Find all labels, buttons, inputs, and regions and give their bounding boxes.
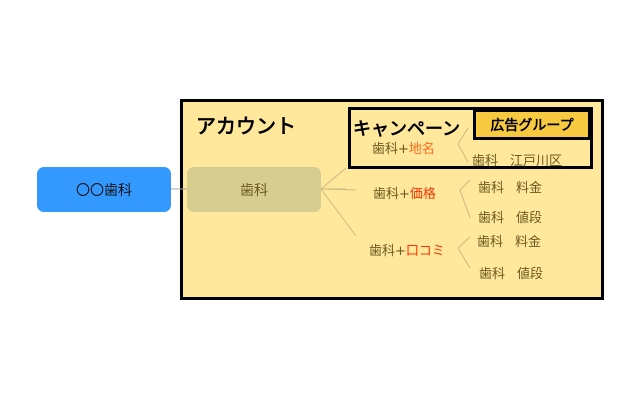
keyword-label: 歯科 [240, 182, 268, 199]
adgroup-reviews-fee[interactable]: 歯科料金 [477, 231, 541, 250]
adgroup-word-b: 料金 [516, 181, 543, 196]
root-label: 〇〇歯科 [76, 182, 132, 199]
adgroup-word-b: 料金 [515, 235, 542, 250]
adgroup-geo[interactable]: 歯科江戸川区 [472, 150, 562, 169]
campaign-reviews[interactable]: 歯科+口コミ [369, 240, 445, 259]
adgroup-word-b: 値段 [517, 267, 544, 282]
adgroup-reviews-cost[interactable]: 歯科値段 [479, 263, 543, 282]
keyword-node[interactable]: 歯科 [187, 167, 321, 212]
account-title: アカウント [196, 114, 296, 138]
campaign-accent: 口コミ [405, 244, 445, 259]
adgroup-word-a: 歯科 [478, 211, 505, 226]
adgroup-word-a: 歯科 [479, 267, 506, 282]
campaign-accent: 地名 [408, 142, 435, 157]
adgroup-word-b: 江戸川区 [510, 154, 563, 169]
adgroup-word-a: 歯科 [478, 181, 505, 196]
adgroup-price-fee[interactable]: 歯科料金 [478, 177, 542, 196]
campaign-box [348, 107, 593, 169]
campaign-geo[interactable]: 歯科+地名 [372, 138, 435, 157]
campaign-price[interactable]: 歯科+価格 [373, 183, 436, 202]
campaign-base: 歯科+ [373, 187, 410, 202]
ad-group-title: 広告グループ [490, 117, 574, 134]
campaign-accent: 価格 [409, 187, 436, 202]
campaign-base: 歯科+ [372, 142, 409, 157]
adgroup-word-a: 歯科 [472, 154, 499, 169]
adgroup-word-a: 歯科 [477, 235, 504, 250]
ad-group-box: 広告グループ [473, 109, 591, 140]
adgroup-word-b: 値段 [516, 211, 543, 226]
adgroup-price-cost[interactable]: 歯科値段 [478, 207, 542, 226]
root-node[interactable]: 〇〇歯科 [37, 167, 171, 212]
campaign-title: キャンペーン [353, 119, 461, 140]
campaign-base: 歯科+ [369, 244, 406, 259]
